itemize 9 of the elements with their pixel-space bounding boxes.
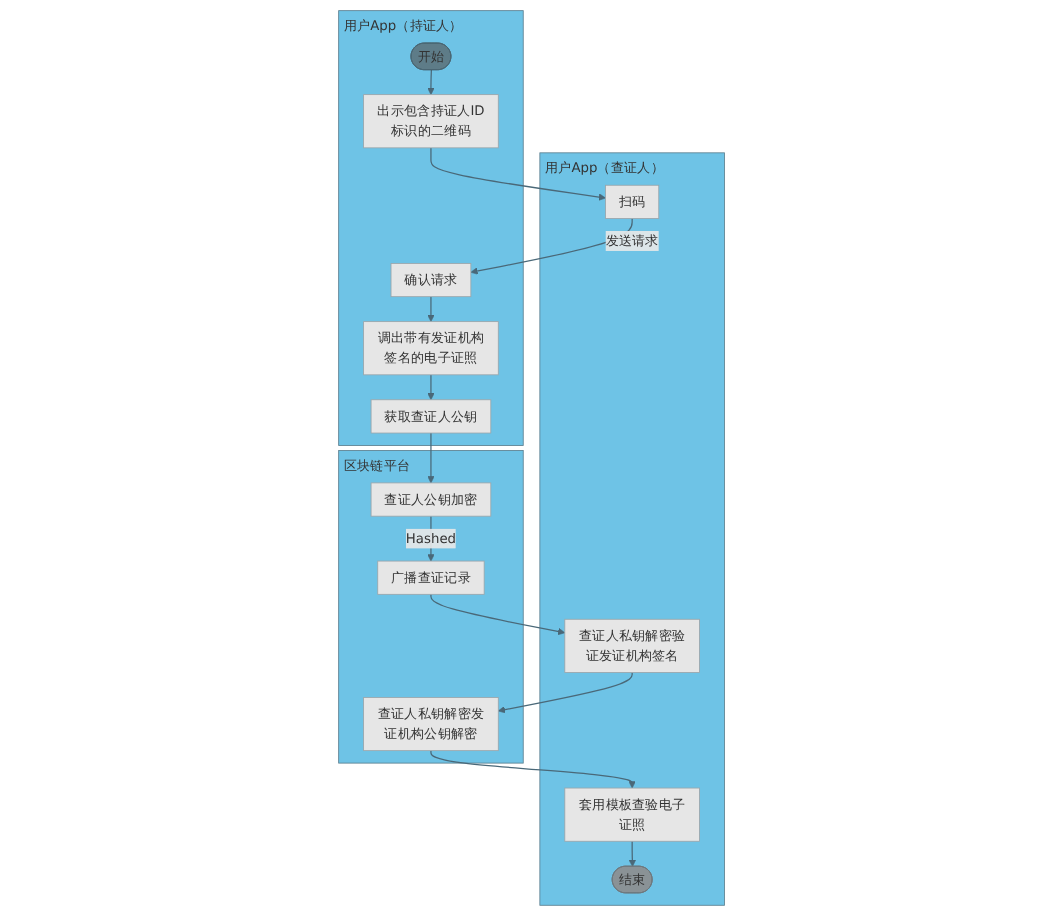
arrow (430, 147, 607, 201)
arrow (427, 69, 436, 95)
arrow (498, 671, 634, 714)
arrow (427, 432, 436, 484)
arrow (629, 840, 637, 867)
arrow (430, 593, 566, 636)
arrow (430, 750, 637, 789)
arrow (427, 374, 436, 401)
arrow (427, 296, 436, 322)
